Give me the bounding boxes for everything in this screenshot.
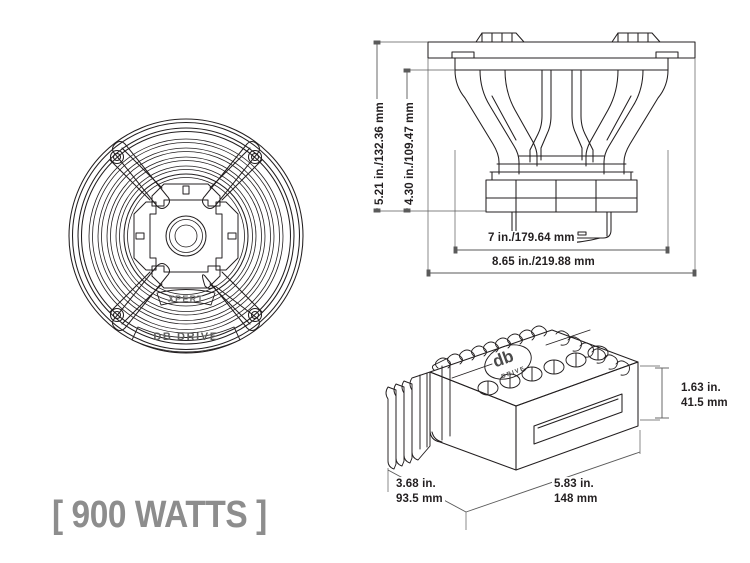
dim-crossover-width: 5.83 in. 148 mm — [552, 477, 600, 508]
dim-cutout-width: 7 in./179.64 mm — [486, 231, 577, 247]
dim-crossover-depth: 3.68 in. 93.5 mm — [394, 477, 445, 508]
dim-basket-height: 4.30 in./109.47 mm — [403, 99, 419, 208]
dim-overall-width: 8.65 in./219.88 mm — [490, 255, 597, 271]
front-view-brand-text: DB DRIVE — [153, 331, 218, 343]
front-view-series-text: XPERT — [168, 294, 204, 304]
dim-overall-height: 5.21 in./132.36 mm — [373, 99, 389, 208]
power-rating-badge: [ 900 WATTS ] — [52, 494, 267, 536]
dim-crossover-height: 1.63 in. 41.5 mm — [679, 381, 730, 412]
speaker-side-view — [427, 32, 696, 244]
speaker-front-view — [68, 118, 304, 354]
crossover-iso-view — [385, 325, 639, 471]
